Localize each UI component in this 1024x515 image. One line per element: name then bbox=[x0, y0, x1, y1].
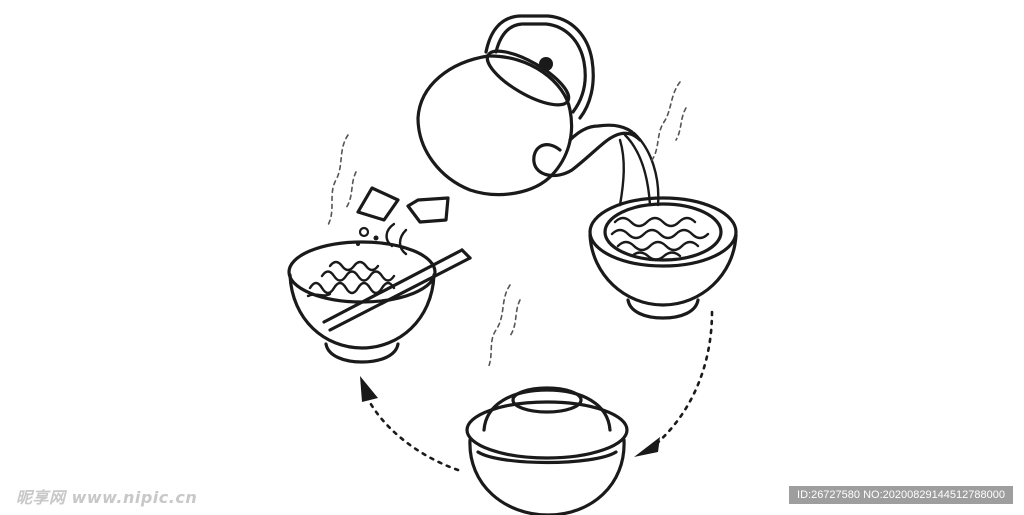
bowl-with-noodles-and-chopsticks-icon bbox=[287, 240, 472, 364]
image-id-watermark: ID:26727580 NO:20200829144512788000 bbox=[789, 486, 1013, 504]
covered-bowl-icon bbox=[465, 386, 629, 515]
dashed-arrow-down-icon bbox=[634, 310, 714, 457]
kettle-pouring-water-icon bbox=[416, 14, 660, 207]
dashed-arrow-left-icon bbox=[360, 376, 460, 472]
bowl-of-dry-noodles-icon bbox=[588, 196, 738, 320]
site-watermark: 昵享网 www.nipic.cn bbox=[16, 488, 198, 507]
seasoning-packets-icon bbox=[356, 186, 450, 256]
